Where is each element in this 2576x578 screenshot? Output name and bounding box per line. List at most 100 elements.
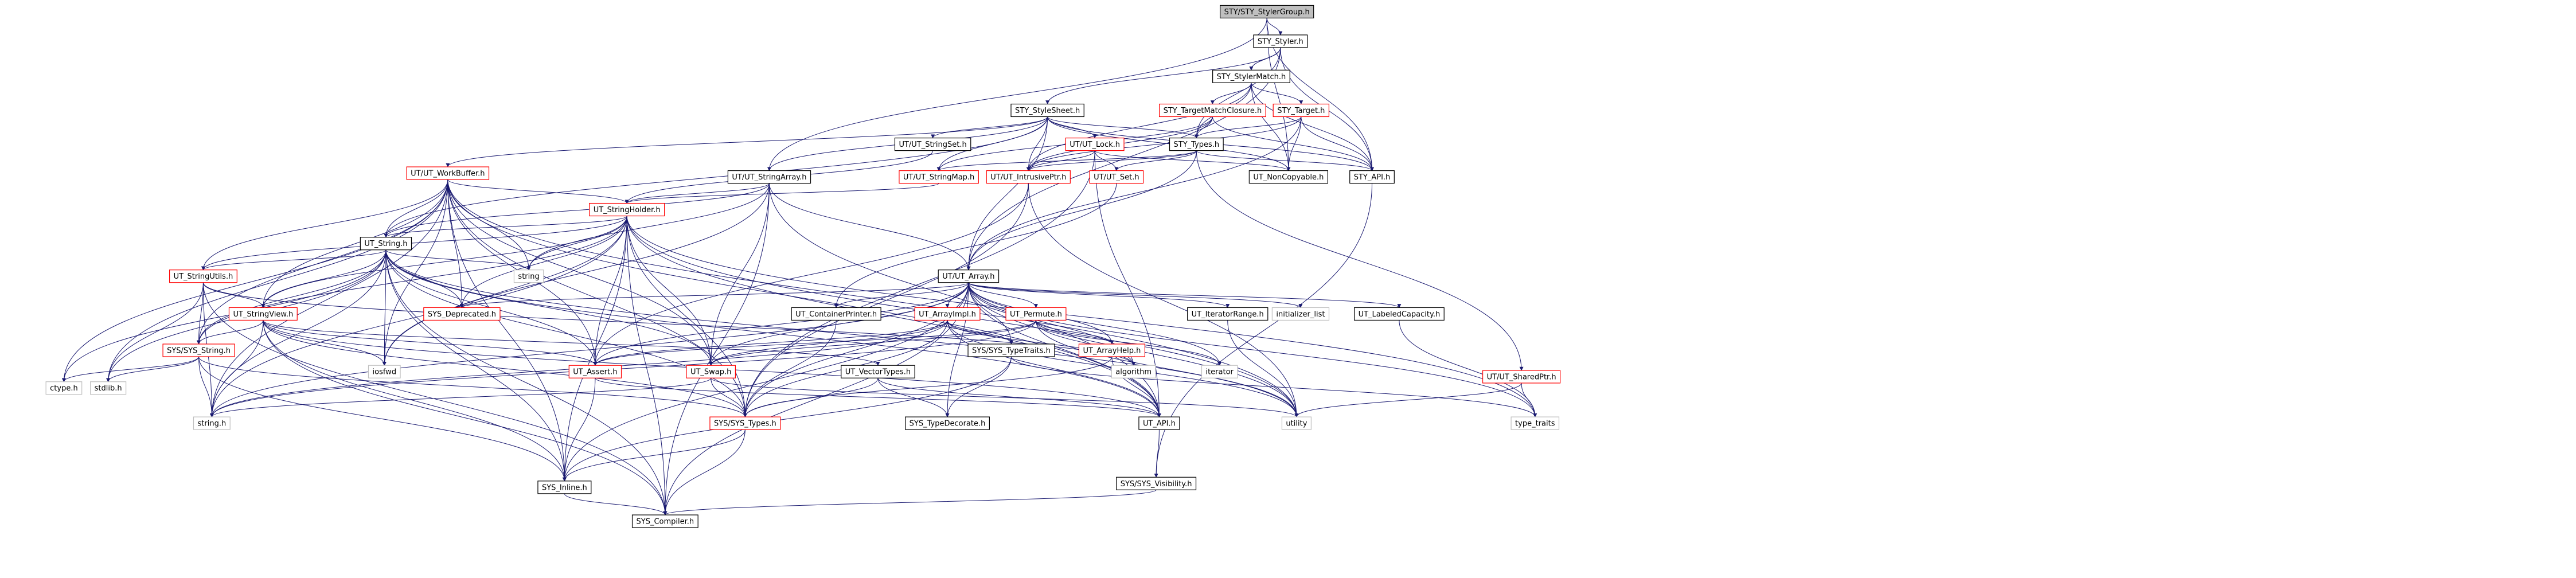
edge-sysstring-to-systypes — [198, 356, 747, 417]
node-label: UT/UT_Set.h — [1094, 173, 1139, 182]
graph-node-string[interactable]: string — [513, 270, 544, 283]
graph-node-compiler[interactable]: SYS_Compiler.h — [631, 514, 698, 528]
edge-utarray-to-typedecorate — [945, 282, 969, 417]
graph-node-sysstring[interactable]: SYS/SYS_String.h — [162, 343, 235, 357]
graph-node-iosfwd[interactable]: iosfwd — [368, 365, 401, 378]
edge-target-to-types — [1194, 116, 1302, 139]
graph-node-vectortypes[interactable]: UT_VectorTypes.h — [841, 365, 915, 378]
edge-stylermatch-to-noncopyable — [1251, 83, 1291, 171]
graph-node-stringview[interactable]: UT_StringView.h — [228, 307, 298, 321]
graph-node-stringset[interactable]: UT/UT_StringSet.h — [894, 138, 971, 151]
graph-node-stylesheet[interactable]: STY_StyleSheet.h — [1010, 103, 1084, 118]
graph-node-iterator[interactable]: iterator — [1201, 365, 1238, 378]
edge-utarray-to-containerprinter — [834, 282, 969, 308]
graph-node-arrayhelp[interactable]: UT_ArrayHelp.h — [1078, 343, 1146, 357]
graph-node-styler[interactable]: STY_Styler.h — [1253, 34, 1308, 48]
edge-sharedptr-to-type_traits — [1521, 383, 1537, 417]
edge-sysinline-to-compiler — [564, 493, 668, 515]
node-box — [1158, 103, 1266, 118]
node-box — [1169, 138, 1224, 151]
node-label: SYS_Deprecated.h — [428, 310, 496, 319]
edge-lock-to-systypes — [743, 150, 1095, 417]
graph-node-swap[interactable]: UT_Swap.h — [686, 365, 736, 378]
node-box — [228, 307, 298, 321]
edge-utarray-to-initlist — [968, 282, 1303, 308]
graph-node-stylermatch[interactable]: STY_StylerMatch.h — [1212, 69, 1290, 83]
graph-node-stringmap[interactable]: UT/UT_StringMap.h — [899, 170, 979, 184]
graph-node-lock[interactable]: UT/UT_Lock.h — [1065, 138, 1125, 151]
graph-edge — [384, 179, 448, 238]
node-box — [841, 365, 915, 378]
graph-node-deprecated[interactable]: SYS_Deprecated.h — [423, 307, 501, 321]
graph-node-utset[interactable]: UT/UT_Set.h — [1089, 170, 1144, 184]
node-label: STY_StylerMatch.h — [1217, 73, 1286, 81]
graph-node-typedecorate[interactable]: SYS_TypeDecorate.h — [905, 416, 990, 430]
graph-edge — [663, 282, 969, 515]
graph-node-sysinline[interactable]: SYS_Inline.h — [537, 481, 592, 494]
edge-sysstring-to-sysinline — [198, 356, 567, 482]
graph-edge — [106, 179, 448, 382]
graph-node-utility[interactable]: utility — [1281, 416, 1312, 430]
graph-node-stringutils[interactable]: UT_StringUtils.h — [169, 270, 237, 283]
graph-node-ctype[interactable]: ctype.h — [45, 381, 83, 395]
graph-node-type_traits[interactable]: type_traits — [1511, 416, 1560, 430]
graph-edge — [562, 216, 627, 482]
graph-node-arrayimpl[interactable]: UT_ArrayImpl.h — [914, 307, 981, 321]
graph-node-assert[interactable]: UT_Assert.h — [568, 365, 622, 378]
node-box — [368, 365, 401, 378]
node-label: UT_StringView.h — [233, 310, 293, 319]
graph-edge — [966, 47, 1281, 271]
graph-node-visibility[interactable]: SYS/SYS_Visibility.h — [1116, 477, 1197, 490]
graph-node-types[interactable]: STY_Types.h — [1169, 138, 1224, 151]
graph-node-utstring[interactable]: UT_String.h — [360, 237, 412, 251]
graph-node-initlist[interactable]: initializer_list — [1271, 307, 1330, 321]
edge-types-to-styapi — [1196, 150, 1374, 171]
graph-node-stdlib[interactable]: stdlib.h — [90, 381, 127, 395]
graph-edge — [106, 282, 204, 382]
graph-node-stringholder[interactable]: UT_StringHolder.h — [589, 202, 665, 217]
edge-arrayimpl-to-swap — [709, 320, 948, 366]
graph-node-typetraits[interactable]: SYS/SYS_TypeTraits.h — [967, 343, 1055, 357]
graph-node-stringh[interactable]: string.h — [193, 416, 231, 430]
edge-assert-to-utapi — [595, 377, 1161, 417]
graph-edge — [1251, 83, 1291, 171]
graph-edge — [261, 249, 387, 308]
graph-node-sharedptr[interactable]: UT/UT_SharedPtr.h — [1482, 370, 1561, 384]
graph-node-permute[interactable]: UT_Permute.h — [1005, 307, 1067, 321]
node-label: iosfwd — [373, 368, 397, 377]
edge-stringview-to-compiler — [263, 320, 668, 515]
graph-node-noncopyable[interactable]: UT_NonCopyable.h — [1248, 170, 1329, 184]
edge-utstring-to-systypes — [385, 249, 747, 417]
graph-node-tmclosure[interactable]: STY_TargetMatchClosure.h — [1158, 103, 1266, 118]
graph-node-iteratorrange[interactable]: UT_IteratorRange.h — [1187, 307, 1269, 321]
node-label: SYS_TypeDecorate.h — [910, 420, 986, 428]
graph-node-systypes[interactable]: SYS/SYS_Types.h — [709, 416, 781, 430]
node-box — [1353, 307, 1445, 321]
graph-node-stringarray[interactable]: UT/UT_StringArray.h — [727, 170, 811, 184]
edge-types-to-stringmap — [936, 150, 1197, 171]
edge-stringutils-to-stringview — [202, 282, 266, 308]
graph-node-workbuffer[interactable]: UT/UT_WorkBuffer.h — [406, 166, 490, 180]
edge-intrusiveptr-to-assert — [593, 183, 1029, 366]
node-box — [360, 237, 412, 251]
edge-stringarray-to-iosfwd — [382, 183, 770, 366]
graph-edge — [382, 183, 770, 366]
node-label: SYS/SYS_Visibility.h — [1121, 480, 1192, 489]
node-label: STY_TargetMatchClosure.h — [1164, 107, 1262, 115]
graph-edge — [459, 216, 627, 308]
graph-node-intrusiveptr[interactable]: UT/UT_IntrusivePtr.h — [986, 170, 1071, 184]
graph-node-containerprinter[interactable]: UT_ContainerPrinter.h — [791, 307, 881, 321]
graph-node-target[interactable]: STY_Target.h — [1273, 103, 1330, 118]
graph-node-labeledcap[interactable]: UT_LabeledCapacity.h — [1353, 307, 1445, 321]
edge-utarray-to-compiler — [663, 282, 969, 515]
edge-stringholder-to-stringview — [261, 216, 627, 308]
graph-edge — [1026, 150, 1197, 171]
graph-node-utarray[interactable]: UT/UT_Array.h — [938, 270, 1000, 283]
node-box — [423, 307, 501, 321]
edge-assert-to-sysinline — [562, 378, 596, 482]
graph-node-algorithm[interactable]: algorithm — [1111, 365, 1156, 378]
graph-node-styapi[interactable]: STY_API.h — [1349, 170, 1395, 184]
graph-node-root[interactable]: STY/STY_StylerGroup.h — [1220, 5, 1314, 19]
edge-stylesheet-to-intrusiveptr — [1026, 116, 1048, 171]
graph-node-utapi[interactable]: UT_API.h — [1138, 416, 1180, 430]
